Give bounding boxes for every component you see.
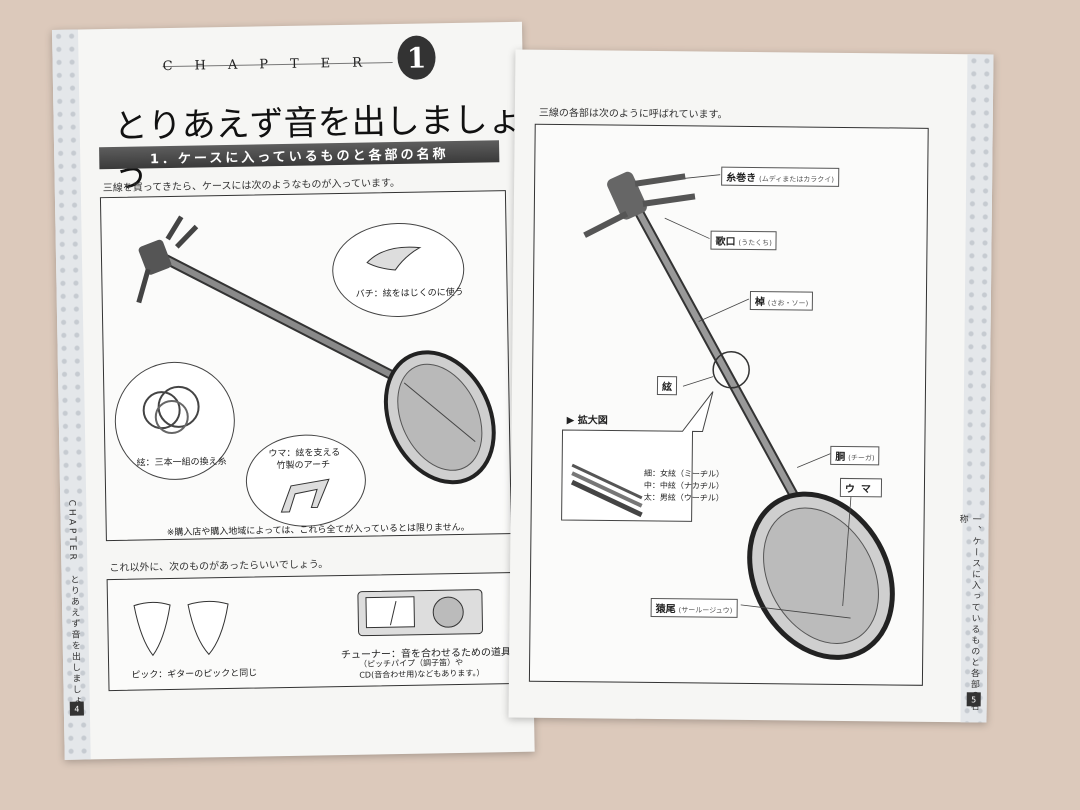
bachi-caption: バチ：絃をはじくのに使う	[355, 287, 464, 300]
bachi-bubble: バチ：絃をはじくのに使う	[331, 221, 466, 319]
string-thick-label: 太：男絃（ウーヂル）	[643, 492, 724, 503]
right-page: 三線の各部は次のように呼ばれています。	[508, 49, 994, 723]
uma-bubble: ウマ：絃を支える 竹製のアーチ	[245, 433, 367, 528]
strings-coil-icon	[142, 385, 200, 434]
tuner-note-2: CD(音合わせ用)などもあります。）	[359, 668, 485, 680]
bachi-icon	[366, 246, 422, 271]
string-closeup	[570, 463, 643, 518]
tag-gen: 絃	[656, 376, 678, 396]
sanshin-parts-illustration	[561, 171, 895, 660]
parts-diagram-box: 糸巻き (ムディまたはカラクイ) 歌口 (うたくち) 棹 (さお・ソー) 絃 ▶…	[528, 123, 929, 686]
tuner-icon	[357, 589, 484, 637]
pick-icon	[133, 600, 229, 657]
extras-box: ピック：ギターのピックと同じ チューナー：音を合わせるための道具 （ピッチパイプ…	[106, 572, 515, 692]
side-title: とりあえず音を出しましょう	[68, 574, 82, 718]
sanshin-illustration	[136, 215, 496, 485]
tag-itomaki: 糸巻き (ムディまたはカラクイ)	[721, 166, 840, 187]
left-page: CHAPTER 1 とりあえず音を出しましょう 1．ケースに入っているものと各部…	[52, 21, 535, 760]
tag-sao: 棹 (さお・ソー)	[749, 290, 814, 311]
string-thin-label: 細：女絃（ミーヂル）	[644, 468, 725, 479]
tag-kaguchi: 歌口 (うたくち)	[710, 230, 777, 251]
extra-intro: これ以外に、次のものがあったらいいでしょう。	[109, 559, 329, 575]
tag-uma: ウマ	[839, 477, 883, 498]
page-number-right: 5	[966, 692, 981, 707]
side-chapter: CHAPTER	[66, 499, 78, 563]
tag-saruo: 猿尾 (サールージュウ)	[650, 597, 738, 618]
strings-bubble: 絃：三本一組の換え糸	[113, 360, 236, 481]
uma-bridge-icon	[280, 478, 330, 513]
right-side-title: 一、ケースに入っているものと各部の名称	[957, 514, 981, 713]
kakudaizu-label: ▶ 拡大図	[566, 415, 608, 427]
page-number-left: 4	[69, 701, 84, 716]
strings-caption: 絃：三本一組の換え糸	[136, 457, 227, 469]
tag-do: 胴 (チーガ)	[830, 445, 880, 466]
case-contents-box: バチ：絃をはじくのに使う 絃：三本一組の換え糸 ウマ：絃を支える 竹製のアーチ …	[99, 190, 512, 542]
string-mid-label: 中：中絃（ナカヂル）	[643, 480, 724, 491]
pick-caption: ピック：ギターのピックと同じ	[131, 668, 258, 681]
right-intro: 三線の各部は次のように呼ばれています。	[538, 107, 728, 121]
uma-caption-2: 竹製のアーチ	[276, 460, 331, 472]
